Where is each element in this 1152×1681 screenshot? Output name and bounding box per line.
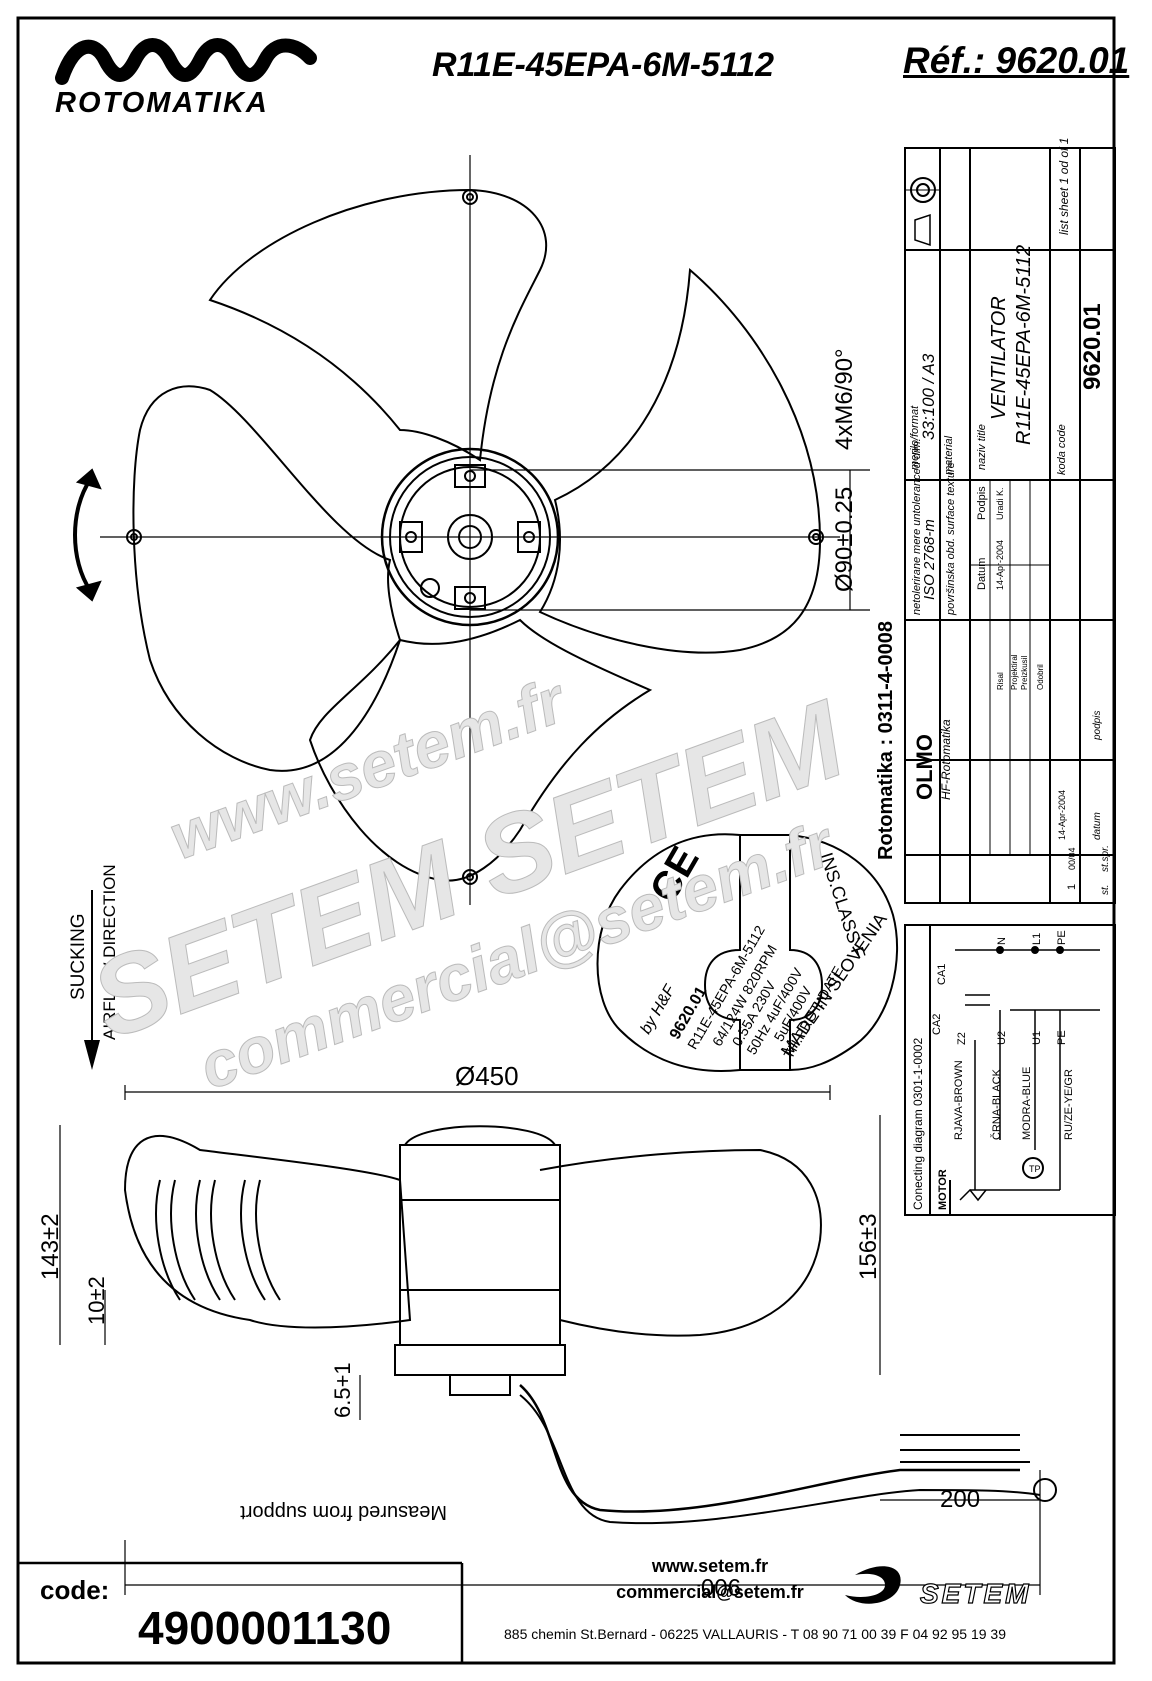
setem-swoosh-icon — [845, 1566, 901, 1604]
brand-name: ROTOMATIKA — [55, 87, 269, 119]
dim-cable-end: 200 — [940, 1486, 980, 1513]
wiring-wire1: RJAVA-BROWN — [953, 1060, 965, 1140]
dim-diameter: Ø450 — [455, 1061, 519, 1091]
wiring-ca1: CA1 — [936, 964, 948, 985]
olmo-logo: OLMO — [912, 734, 937, 800]
dim-height-motor: 156±3 — [855, 1213, 882, 1280]
tb-row-4: Odobril — [1036, 664, 1045, 690]
tb-datum-label: datum — [1092, 812, 1103, 840]
wiring-z2: Z2 — [956, 1032, 968, 1045]
tb-material-label: material — [943, 435, 955, 475]
tb-urad-hdr: Uradi K. — [995, 487, 1005, 520]
tb-row-3: Preizkusil — [1020, 656, 1029, 690]
code-label: code: — [40, 1575, 110, 1605]
tb-date: 14-Apr-2004 — [995, 540, 1005, 590]
fan-front-view — [73, 155, 870, 905]
title-block — [904, 147, 1116, 904]
wiring-title: Conecting diagram 0301-1-0002 — [911, 1038, 925, 1210]
tb-sheet-label: list sheet 1 od of 1 — [1057, 138, 1071, 235]
wiring-wire3: MODRA-BLUE — [1021, 1067, 1033, 1140]
wiring-wire2: ČRNA-BLACK — [990, 1068, 1003, 1140]
setem-brand: SETEM — [919, 1577, 1032, 1609]
rotomatika-code: Rotomatika : 0311-4-0008 — [875, 621, 897, 860]
code-value: 4900001130 — [138, 1602, 392, 1654]
wiring-motor: MOTOR — [937, 1169, 949, 1210]
dim-height-total: 143±2 — [37, 1213, 64, 1280]
dim-bolt-circle: Ø90±0.25 — [831, 487, 858, 592]
tb-change-dt: 00/04 — [1067, 847, 1077, 870]
tb-change-date: 14-Apr-2004 — [1057, 790, 1067, 840]
dim-cable: 900 — [701, 1573, 741, 1600]
tb-format-label: merilo/format — [909, 405, 921, 470]
tb-surface-label: površinska obd. surface texture — [945, 462, 957, 616]
dim-holes: 4xM6/90° — [831, 348, 858, 450]
wiring-term-l1: L1 — [1031, 933, 1043, 945]
airflow-direction: AIRFLOW DIRECTION — [100, 864, 119, 1040]
wiring-ca: CA2 — [931, 1014, 943, 1035]
dim-offset: 10±2 — [84, 1276, 109, 1325]
airflow-sucking: SUCKING — [68, 913, 89, 1000]
fan-side-view — [59, 1085, 1057, 1595]
tb-col-spr: st.spr. — [1100, 845, 1111, 872]
tb-podpis-hdr: Podpis — [976, 486, 988, 520]
tb-name2: R11E-45EPA-6M-5112 — [1013, 245, 1035, 445]
tb-change-no: 1 — [1066, 884, 1078, 890]
tb-name-label: naziv title — [976, 424, 988, 470]
measured-note: Measured from support — [240, 1501, 447, 1523]
tb-row-1: Risal — [996, 672, 1005, 690]
olmo-sub: HF-Rotomatika — [939, 719, 953, 800]
wiring-u1: U1 — [1031, 1031, 1043, 1045]
drawing-title: R11E-45EPA-6M-5112 — [432, 46, 775, 84]
tb-name1: VENTILATOR — [988, 296, 1010, 420]
wiring-wire4: RU/ZE-YE/GR — [1063, 1069, 1075, 1140]
website-link[interactable]: www.setem.fr — [651, 1556, 769, 1576]
tb-iso: ISO 2768-m — [921, 519, 938, 600]
wiring-term-n: N — [996, 937, 1008, 945]
address-text: 885 chemin St.Bernard - 06225 VALLAURIS … — [504, 1626, 1006, 1642]
tb-podpis-label: podpis — [1092, 711, 1103, 741]
tb-code-label: koda code — [1056, 424, 1068, 475]
tb-col-st: st. — [1100, 884, 1111, 895]
tb-code: 9620.01 — [1079, 303, 1106, 390]
tb-row-2: Projektiral — [1010, 654, 1019, 690]
wiring-tp: TP — [1029, 1164, 1041, 1174]
tb-datum-hdr: Datum — [976, 558, 988, 590]
tb-format: 33:100 / A3 — [919, 353, 938, 440]
tb-tolerance-label: netolerirane mere untoleranced dim. — [911, 438, 923, 615]
wiring-pe: PE — [1056, 1030, 1068, 1045]
rotomatika-logo-icon — [55, 38, 317, 85]
dim-flange: 6.5+1 — [330, 1362, 355, 1418]
wiring-u2: U2 — [996, 1031, 1008, 1045]
wiring-diagram — [904, 924, 1116, 1216]
drawing-ref: Réf.: 9620.01 — [903, 40, 1130, 81]
email-link[interactable]: commercial@setem.fr — [616, 1582, 804, 1602]
wiring-term-pe: PE — [1056, 930, 1068, 945]
